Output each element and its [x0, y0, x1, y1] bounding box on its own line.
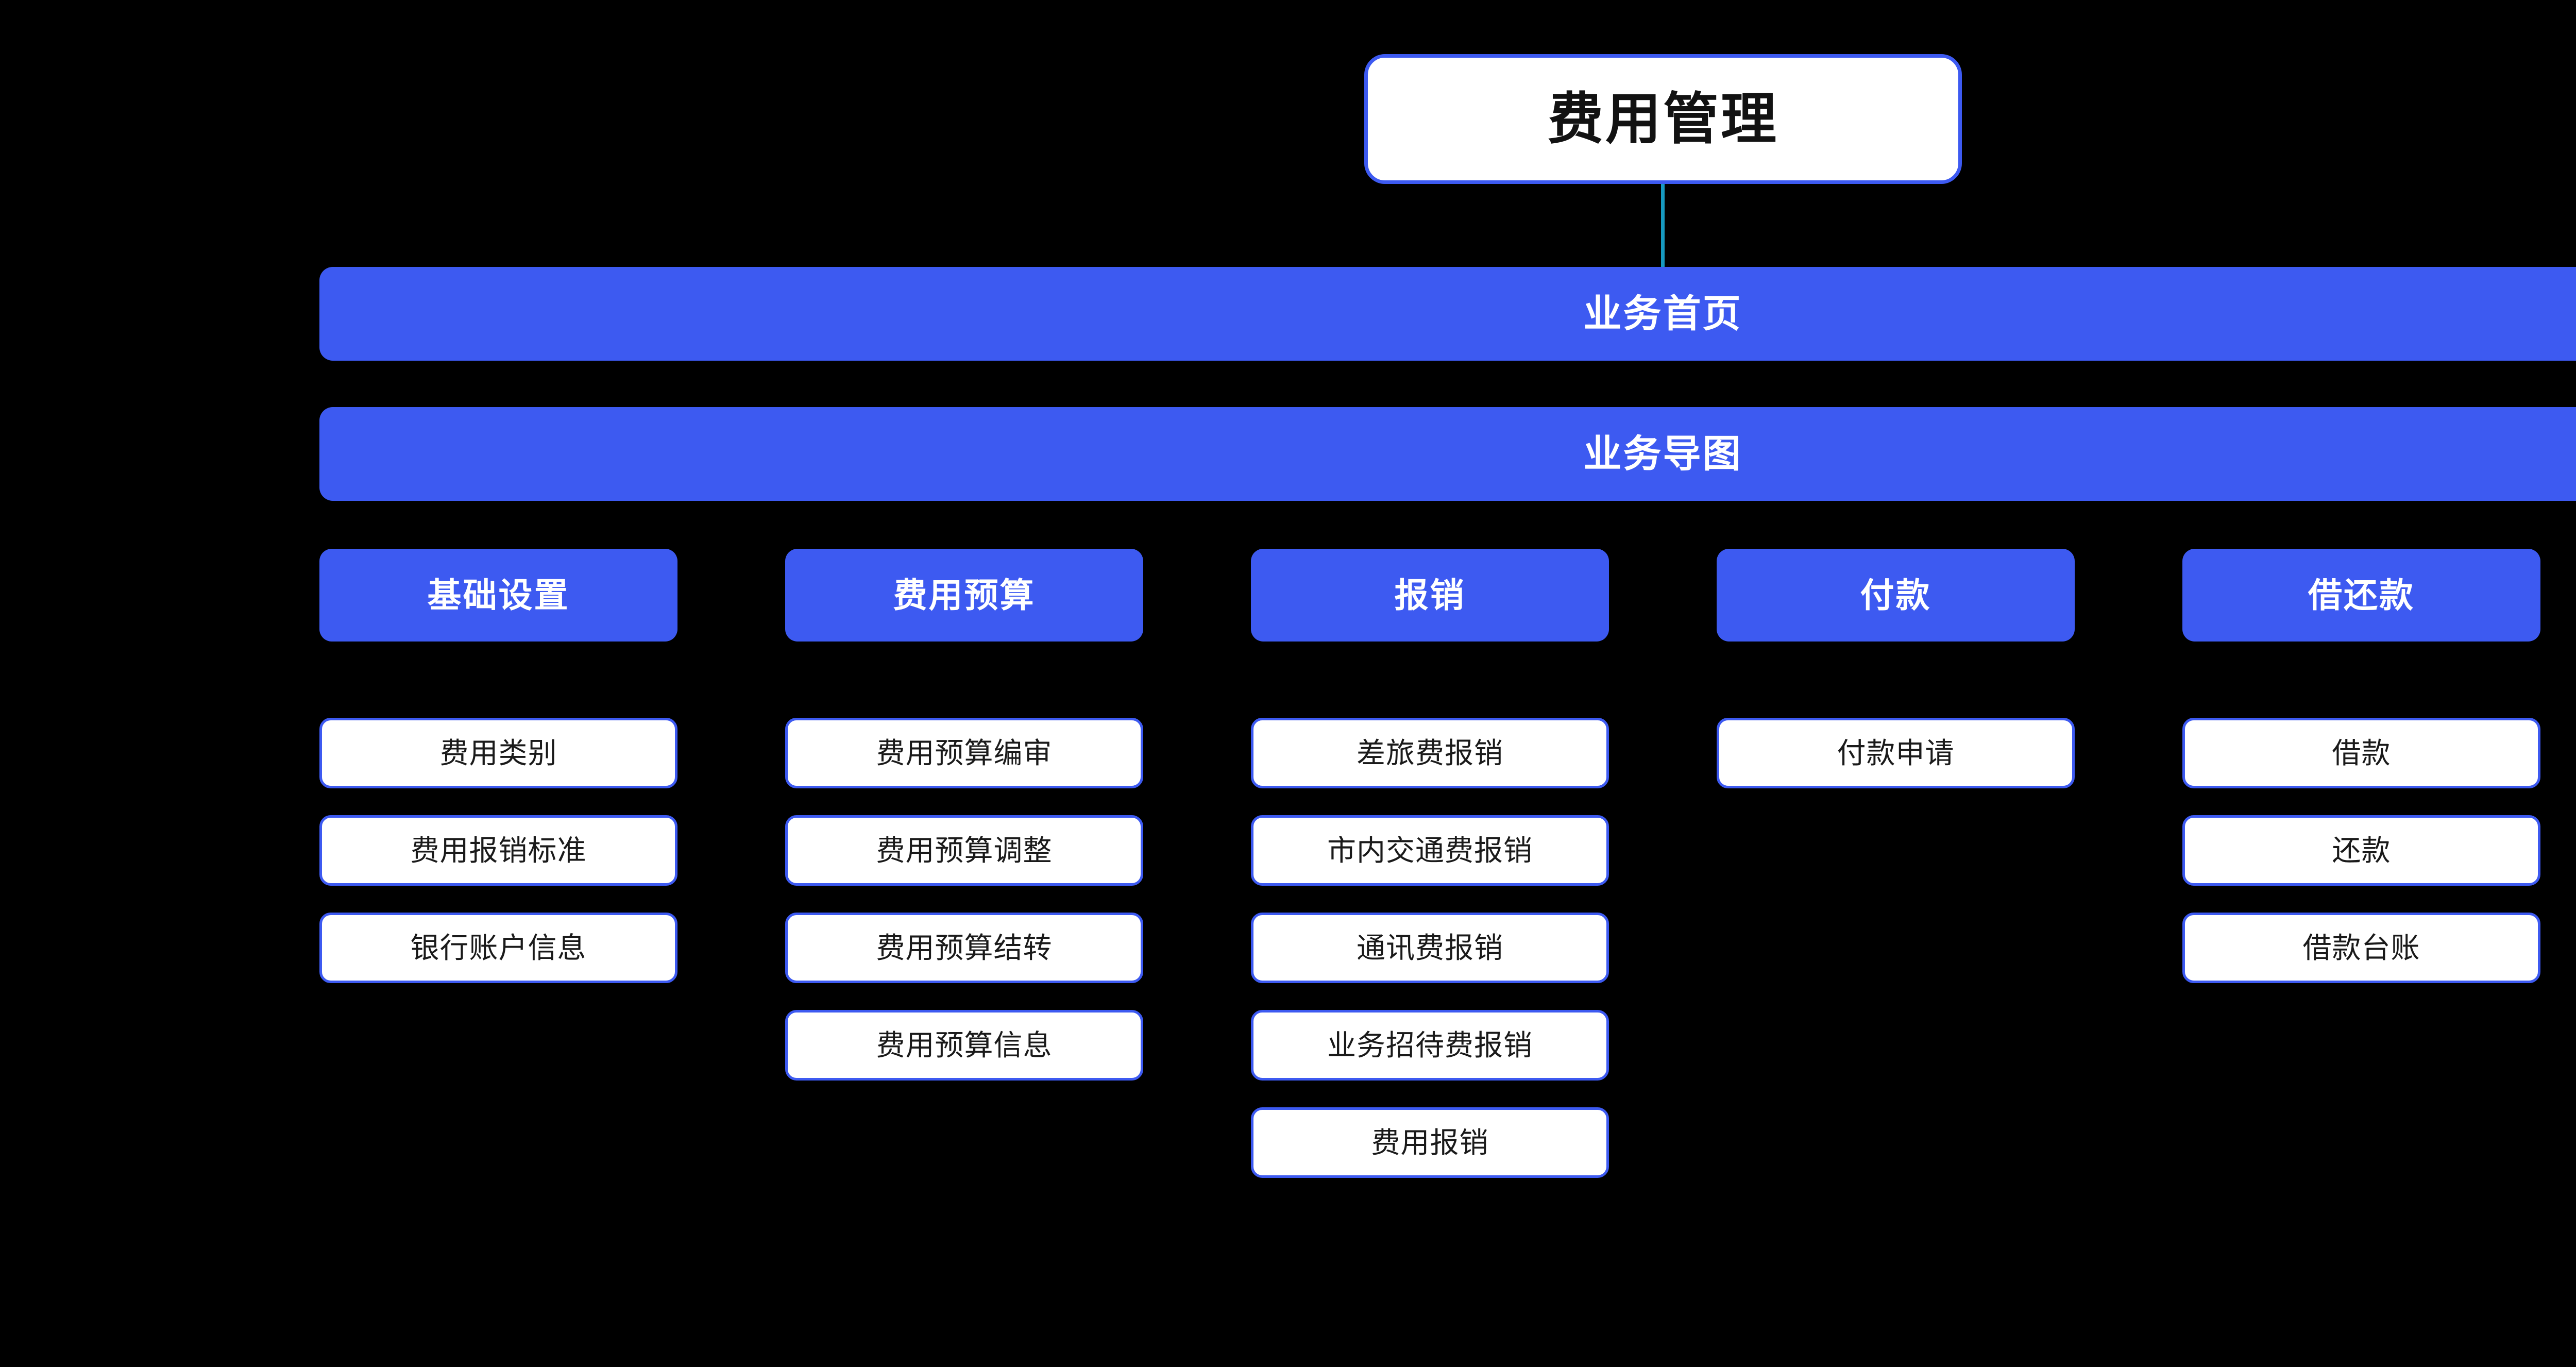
item-card-label: 费用预算调整: [876, 834, 1053, 867]
item-card-label: 费用预算信息: [876, 1028, 1053, 1061]
item-card[interactable]: 费用报销: [1251, 1107, 1609, 1178]
item-card[interactable]: 费用类别: [319, 718, 677, 788]
item-card[interactable]: 费用预算信息: [785, 1010, 1143, 1081]
column-header-label: 基础设置: [427, 576, 570, 614]
item-card[interactable]: 费用预算编审: [785, 718, 1143, 788]
item-card[interactable]: 市内交通费报销: [1251, 815, 1609, 886]
column-header-loan-repayment[interactable]: 借还款: [2182, 549, 2540, 642]
item-card[interactable]: 业务招待费报销: [1251, 1010, 1609, 1081]
column-header-payment[interactable]: 付款: [1717, 549, 2075, 642]
item-card[interactable]: 差旅费报销: [1251, 718, 1609, 788]
column-items-expense-budget: 费用预算编审 费用预算调整 费用预算结转 费用预算信息: [785, 718, 1143, 1081]
item-card[interactable]: 费用预算结转: [785, 913, 1143, 983]
item-card-label: 业务招待费报销: [1327, 1028, 1533, 1061]
column-items-basic-settings: 费用类别 费用报销标准 银行账户信息: [319, 718, 677, 983]
item-card-label: 付款申请: [1837, 736, 1955, 769]
column-loan-repayment: 借还款 借款 还款 借款台账: [2182, 549, 2540, 1178]
column-header-label: 付款: [1860, 576, 1931, 614]
category-columns: 基础设置 费用类别 费用报销标准 银行账户信息 费用预算 费用预算编审: [319, 549, 2576, 1178]
bar-business-home-label: 业务首页: [1583, 292, 1742, 335]
item-card[interactable]: 费用预算调整: [785, 815, 1143, 886]
item-card-label: 差旅费报销: [1357, 736, 1503, 769]
item-card-label: 费用预算结转: [876, 931, 1053, 964]
connector-line-root-to-business-home: [1661, 184, 1665, 268]
column-basic-settings: 基础设置 费用类别 费用报销标准 银行账户信息: [319, 549, 677, 1178]
root-node-expense-management[interactable]: 费用管理: [1364, 54, 1962, 184]
item-card-label: 费用报销: [1371, 1126, 1489, 1159]
item-card[interactable]: 还款: [2182, 815, 2540, 886]
item-card-label: 费用类别: [439, 736, 557, 769]
bar-business-home[interactable]: 业务首页: [319, 267, 2576, 361]
root-node-label: 费用管理: [1547, 88, 1778, 150]
item-card[interactable]: 借款台账: [2182, 913, 2540, 983]
column-header-label: 报销: [1394, 576, 1466, 614]
column-payment: 付款 付款申请: [1717, 549, 2075, 1178]
item-card-label: 费用报销标准: [410, 834, 587, 867]
item-card-label: 银行账户信息: [410, 931, 587, 964]
item-card-label: 市内交通费报销: [1327, 834, 1533, 867]
item-card-label: 借款台账: [2302, 931, 2420, 964]
column-header-basic-settings[interactable]: 基础设置: [319, 549, 677, 642]
item-card-label: 通讯费报销: [1357, 931, 1503, 964]
column-header-label: 借还款: [2308, 576, 2415, 614]
item-card[interactable]: 借款: [2182, 718, 2540, 788]
item-card-label: 还款: [2332, 834, 2391, 867]
item-card-label: 借款: [2332, 736, 2391, 769]
column-header-expense-budget[interactable]: 费用预算: [785, 549, 1143, 642]
column-header-reimbursement[interactable]: 报销: [1251, 549, 1609, 642]
column-reimbursement: 报销 差旅费报销 市内交通费报销 通讯费报销 业务招待费报销 费用报销: [1251, 549, 1609, 1178]
column-header-label: 费用预算: [893, 576, 1036, 614]
column-items-loan-repayment: 借款 还款 借款台账: [2182, 718, 2540, 983]
item-card[interactable]: 费用报销标准: [319, 815, 677, 886]
bar-business-map-label: 业务导图: [1583, 432, 1742, 475]
column-items-reimbursement: 差旅费报销 市内交通费报销 通讯费报销 业务招待费报销 费用报销: [1251, 718, 1609, 1178]
item-card[interactable]: 付款申请: [1717, 718, 2075, 788]
item-card[interactable]: 通讯费报销: [1251, 913, 1609, 983]
item-card-label: 费用预算编审: [876, 736, 1053, 769]
column-items-payment: 付款申请: [1717, 718, 2075, 788]
item-card[interactable]: 银行账户信息: [319, 913, 677, 983]
bar-business-map[interactable]: 业务导图: [319, 407, 2576, 501]
column-expense-budget: 费用预算 费用预算编审 费用预算调整 费用预算结转 费用预算信息: [785, 549, 1143, 1178]
